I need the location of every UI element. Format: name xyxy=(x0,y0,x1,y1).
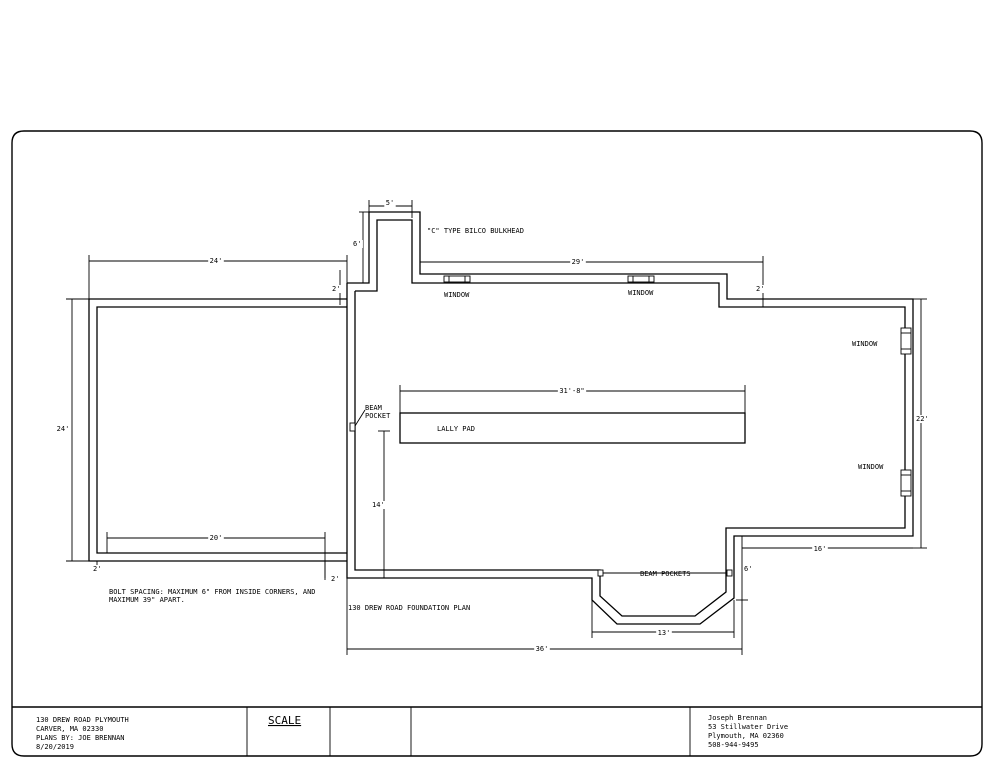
dimension-label-backing xyxy=(742,565,754,573)
dim-right-depth: 22' xyxy=(916,415,929,423)
dimension-label-backing xyxy=(330,285,342,293)
dim-main-width: 29' xyxy=(572,258,585,266)
window-label-top-left: WINDOW xyxy=(444,291,470,299)
beam-pocket-bay-right xyxy=(726,569,733,577)
dim-left-width: 24' xyxy=(210,257,223,265)
owner-name: Joseph Brennan xyxy=(708,714,767,722)
dimension-label-backing xyxy=(384,199,396,207)
dim-main-offset: 2' xyxy=(756,285,764,293)
dimension-label-backing xyxy=(55,425,71,433)
owner-street: 53 Stillwater Drive xyxy=(708,723,788,731)
dim-left-depth: 24' xyxy=(57,425,70,433)
dimension-label-backing xyxy=(812,545,828,553)
lally-pad-label: LALLY PAD xyxy=(437,425,475,433)
plan-title: 130 DREW ROAD FOUNDATION PLAN xyxy=(348,604,470,612)
dimension-label-backing xyxy=(914,415,931,423)
dimension-label-backing xyxy=(754,285,766,293)
bulkhead-label: "C" TYPE BILCO BULKHEAD xyxy=(427,227,524,235)
main-foundation-walls xyxy=(346,211,914,625)
window-label-right-lower: WINDOW xyxy=(858,463,884,471)
lally-pad xyxy=(399,412,746,444)
beam-pockets-label: BEAM POCKETS xyxy=(640,570,691,578)
dimension-label-backing xyxy=(351,240,363,248)
owner-phone: 508-944-9495 xyxy=(708,741,759,749)
window-top-left xyxy=(443,275,471,283)
window-right-lower xyxy=(900,469,912,497)
dimension-label-backing xyxy=(208,257,224,265)
window-label-top-right: WINDOW xyxy=(628,289,654,297)
bolt-note-line2: MAXIMUM 39" APART. xyxy=(109,596,185,604)
title-block: 130 DREW ROAD PLYMOUTH CARVER, MA 02330 … xyxy=(12,706,982,756)
dim-bottom-left-offset-a: 2' xyxy=(93,565,101,573)
dim-bulkhead-width: 5' xyxy=(386,199,394,207)
dim-beam-pocket-depth: 14' xyxy=(372,501,385,509)
plans-by: PLANS BY: JOE BRENNAN xyxy=(36,734,125,742)
window-top-right xyxy=(627,275,655,283)
owner-city: Plymouth, MA 02360 xyxy=(708,732,784,740)
dim-bay-offset: 6' xyxy=(744,565,752,573)
left-wing-walls xyxy=(88,298,347,562)
project-town: CARVER, MA 02330 xyxy=(36,725,103,733)
window-right-upper xyxy=(900,327,912,355)
dimension-label-backing xyxy=(208,534,224,542)
dimension-label-backing xyxy=(557,387,587,395)
dim-left-offset: 2' xyxy=(332,285,340,293)
beam-pocket-label-line1: BEAM xyxy=(365,404,382,412)
bolt-note-line1: BOLT SPACING: MAXIMUM 6" FROM INSIDE COR… xyxy=(109,588,316,596)
dim-bay-width: 13' xyxy=(658,629,671,637)
dimension-label-backing xyxy=(370,501,387,509)
beam-pocket-bay-left xyxy=(597,569,604,577)
scale-label: SCALE xyxy=(268,714,301,727)
dim-beam-length: 31'-8" xyxy=(559,387,584,395)
sheet-border xyxy=(11,130,983,757)
dim-bottom-left-offset-b: 2' xyxy=(331,575,339,583)
window-label-right-upper: WINDOW xyxy=(852,340,878,348)
dimension-label-backing xyxy=(570,258,586,266)
dimension-lines xyxy=(66,200,927,655)
dim-bulkhead-depth: 6' xyxy=(353,240,361,248)
dimension-label-backing xyxy=(91,565,103,573)
beam-pocket-label-line2: POCKET xyxy=(365,412,391,420)
dim-left-inner-width: 20' xyxy=(210,534,223,542)
project-address: 130 DREW ROAD PLYMOUTH xyxy=(36,716,129,724)
beam-pocket-left xyxy=(349,422,356,432)
dim-overall-width: 36' xyxy=(536,645,549,653)
plan-date: 8/20/2019 xyxy=(36,743,74,751)
dimension-label-backing xyxy=(329,575,341,583)
dimension-label-backing xyxy=(534,645,550,653)
dim-right-lower-width: 16' xyxy=(814,545,827,553)
dimension-label-backing xyxy=(656,629,672,637)
